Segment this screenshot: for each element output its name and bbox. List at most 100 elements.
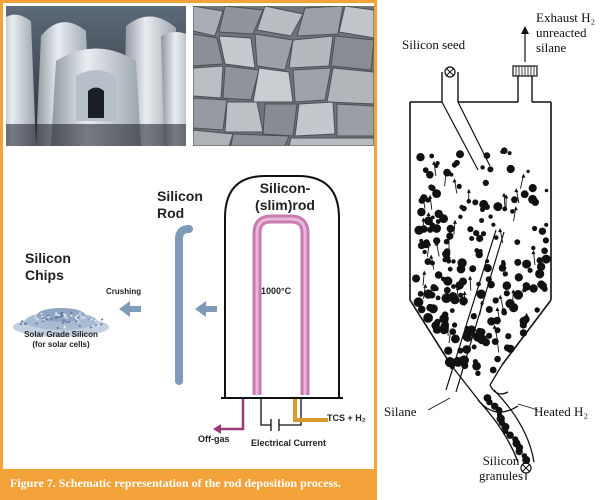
gas-flow-arrowhead: [452, 178, 457, 183]
silicon-particle: [510, 209, 515, 214]
chip-speckle: [67, 321, 71, 323]
silicon-particle: [519, 329, 528, 337]
chip-speckle: [41, 316, 44, 318]
chip-speckle: [63, 313, 66, 316]
chip-speckle: [57, 315, 61, 318]
arrow-rod-to-chips: [119, 301, 141, 317]
silicon-particle: [486, 332, 493, 339]
gas-flow-arrowhead: [511, 289, 516, 294]
silicon-particle: [505, 333, 512, 340]
silicon-particle: [452, 322, 458, 328]
silicon-particle: [452, 356, 463, 367]
silicon-particle: [541, 254, 551, 264]
heated-h2-label: Heated H₂: [534, 404, 588, 419]
silicon-slim-rod-label: Silicon- (slim)rod: [255, 180, 315, 213]
silicon-particle: [441, 311, 449, 319]
fluidized-bed-reactor-diagram: Silicon seed Exhaust H₂ unreacted silane…: [378, 0, 605, 500]
chip-speckle: [54, 317, 57, 319]
silicon-particle: [443, 168, 451, 177]
silicon-particle: [457, 347, 464, 354]
chip-speckle: [78, 325, 81, 327]
chip-speckle: [76, 317, 79, 319]
chip-speckle: [80, 315, 83, 317]
gas-flow-arrowhead: [468, 275, 473, 280]
silicon-particle: [412, 274, 421, 283]
silicon-particle: [527, 267, 533, 273]
reactor-outline: [409, 101, 552, 366]
silicon-particle: [478, 249, 483, 253]
silicon-particle: [435, 219, 441, 224]
silicon-particle: [502, 271, 508, 277]
chip-speckle: [70, 311, 73, 314]
gas-flow-arrowhead: [420, 193, 425, 198]
rod-deposition-figure: Silicon Rod Silicon- (slim)rod Silicon C…: [0, 0, 377, 500]
gas-flow-arrowhead: [434, 241, 439, 246]
silicon-particle: [476, 281, 481, 287]
chip-speckle: [65, 317, 68, 319]
gas-flow-arrowhead: [462, 291, 467, 295]
silicon-particle: [501, 261, 506, 267]
granule: [506, 431, 514, 439]
gas-flow-arrowhead: [426, 212, 431, 216]
silicon-particle: [429, 153, 435, 159]
gas-flow-arrowhead: [521, 173, 526, 178]
electrical-circuit: [260, 399, 302, 426]
silicon-particle: [503, 290, 510, 297]
temperature-label: 1000°C: [261, 286, 292, 296]
silicon-particle: [467, 226, 474, 233]
chip-speckle: [35, 322, 38, 325]
silicon-particle: [472, 199, 479, 206]
silicon-particle: [506, 344, 515, 353]
gas-flow-arrowhead: [514, 188, 519, 193]
silicon-particle: [470, 313, 477, 320]
silicon-particle: [469, 265, 477, 273]
fbr-gas-flow-arrows: [420, 160, 536, 353]
chip-speckle: [21, 320, 24, 323]
gas-flow-arrowhead: [498, 228, 503, 233]
silicon-particle: [483, 264, 492, 273]
chip-speckle: [34, 316, 37, 319]
silicon-particle: [422, 167, 429, 174]
silicon-particle: [443, 286, 451, 294]
silicon-particle: [426, 303, 434, 312]
process-diagram: [13, 175, 343, 434]
silicon-particle: [428, 291, 436, 299]
silicon-particle: [506, 164, 515, 174]
granules-label: Silicon granules: [478, 453, 524, 483]
chip-speckle: [94, 319, 97, 322]
chip-speckle: [61, 311, 64, 314]
chip-speckle: [40, 312, 43, 315]
gas-flow-arrowhead: [423, 283, 428, 288]
chip-speckle: [96, 325, 99, 327]
silicon-particle: [449, 364, 455, 370]
silicon-particle: [446, 224, 455, 233]
chip-speckle: [63, 315, 66, 318]
silicon-particle: [432, 189, 441, 199]
silicon-rod-label: Silicon Rod: [157, 188, 203, 221]
gas-flow-arrowhead: [429, 254, 434, 259]
silicon-particle: [526, 169, 530, 174]
chip-speckle: [42, 319, 45, 321]
chip-speckle: [36, 318, 39, 321]
silicon-particle: [424, 258, 432, 265]
silicon-particle: [485, 306, 493, 313]
silicon-particle: [451, 334, 460, 344]
silicon-particle: [480, 231, 487, 237]
chip-speckle: [82, 316, 86, 319]
gas-flow-arrowhead: [498, 294, 503, 299]
heated-h2-leader: [517, 403, 539, 411]
offgas-arrowhead: [213, 424, 221, 434]
chip-speckle: [89, 326, 92, 329]
fbr-schematic: [409, 26, 552, 480]
chip-speckle: [64, 321, 67, 323]
silicon-particle: [507, 151, 512, 156]
silicon-particle: [482, 179, 489, 186]
silicon-particle: [439, 324, 449, 335]
fbr-particles: [412, 147, 551, 464]
silicon-particle: [532, 225, 538, 232]
silicon-particle: [442, 249, 451, 259]
silicon-particle: [514, 273, 523, 282]
silicon-particle: [464, 325, 470, 332]
silicon-particle: [511, 196, 518, 204]
silicon-particle: [514, 239, 521, 246]
